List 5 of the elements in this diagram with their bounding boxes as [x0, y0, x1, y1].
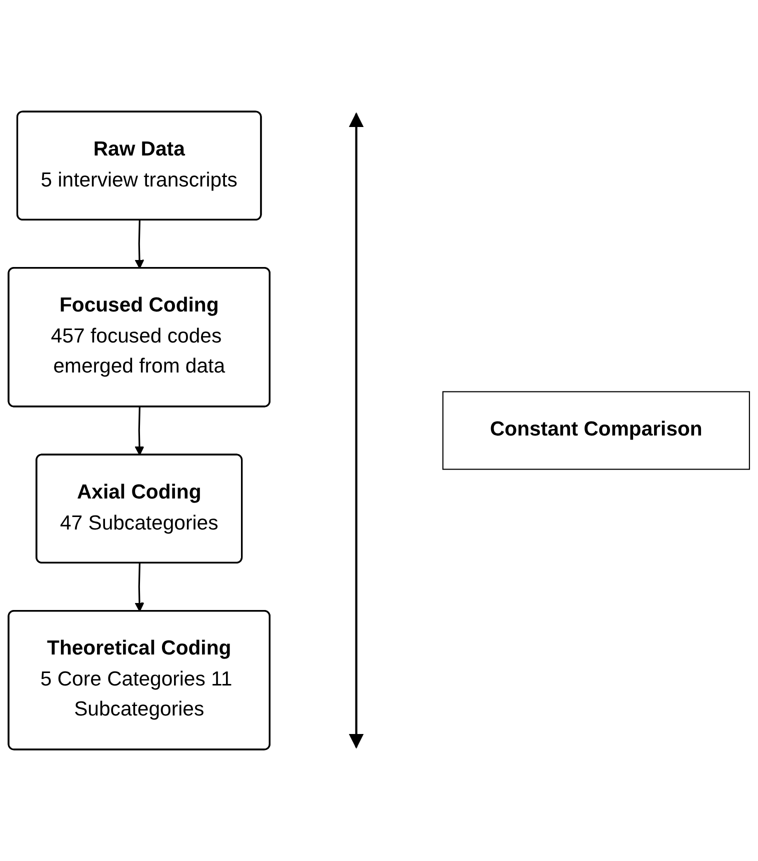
note-box: Constant Comparison — [442, 391, 750, 470]
process-box: Theoretical Coding 5 Core Categories 11 Subcategories — [8, 610, 270, 750]
process-box: Focused Coding 457 focused codes emerged from data — [8, 267, 270, 408]
process-box: Axial Coding 47 Subcategories — [36, 454, 243, 564]
process-box: Raw Data 5 interview transcripts — [16, 110, 262, 220]
